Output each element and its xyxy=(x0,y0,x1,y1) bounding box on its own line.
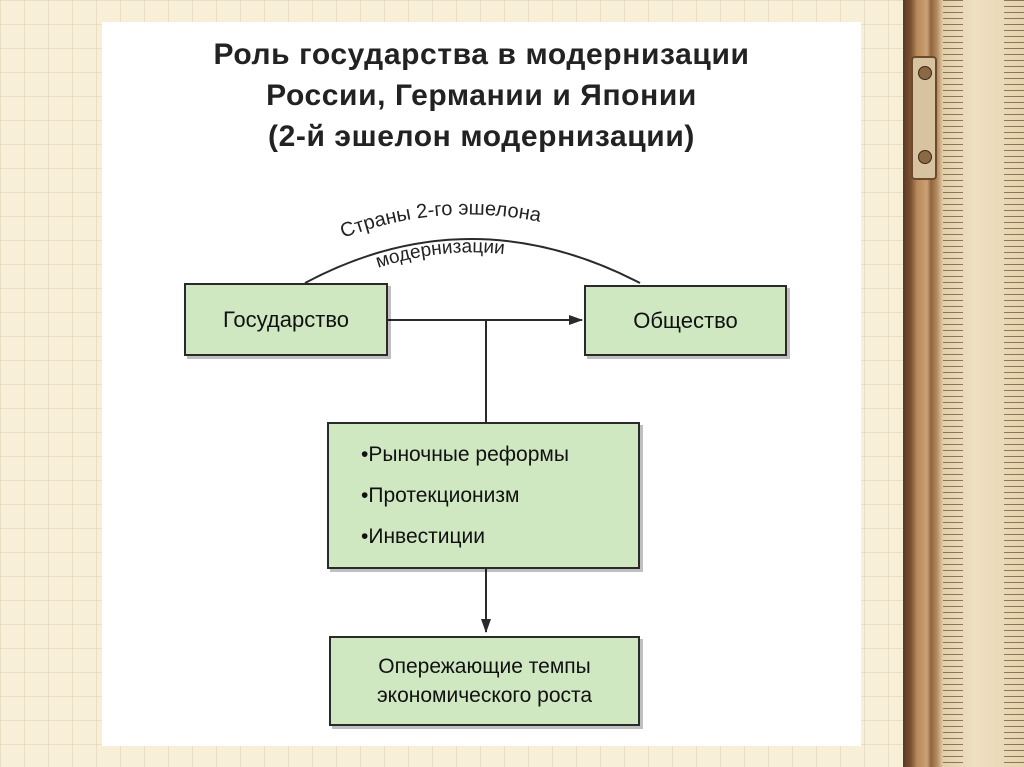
result-box: Опережающие темпы экономического роста xyxy=(329,636,640,726)
society-box: Общество xyxy=(584,285,787,356)
result-line-2: экономического роста xyxy=(376,684,593,707)
slide-title: Роль государства в модернизации России, … xyxy=(102,34,861,157)
ruler-clip xyxy=(911,56,937,180)
arc-connector xyxy=(304,238,641,284)
society-label: Общество xyxy=(633,307,738,333)
measures-box: •Рыночные реформы •Протекционизм •Инвест… xyxy=(327,422,640,569)
measure-item: •Рыночные реформы xyxy=(361,443,569,466)
measure-item: •Инвестиции xyxy=(361,525,485,548)
arc-label-line-2: модернизации xyxy=(373,236,506,272)
state-box: Государство xyxy=(184,283,388,356)
title-line-1: Роль государства в модернизации xyxy=(213,38,750,71)
result-line-1: Опережающие темпы xyxy=(378,655,591,678)
title-line-2: России, Германии и Японии xyxy=(266,79,697,112)
screw-icon xyxy=(918,66,932,80)
ruler-ticks xyxy=(943,0,1024,767)
ruler-decoration xyxy=(903,0,1024,767)
state-label: Государство xyxy=(222,306,349,332)
title-line-3: (2-й эшелон модернизации) xyxy=(267,120,695,153)
screw-icon xyxy=(918,150,932,164)
arc-label-line-1: Страны 2-го эшелона xyxy=(337,197,543,242)
measure-item: •Протекционизм xyxy=(361,484,520,507)
